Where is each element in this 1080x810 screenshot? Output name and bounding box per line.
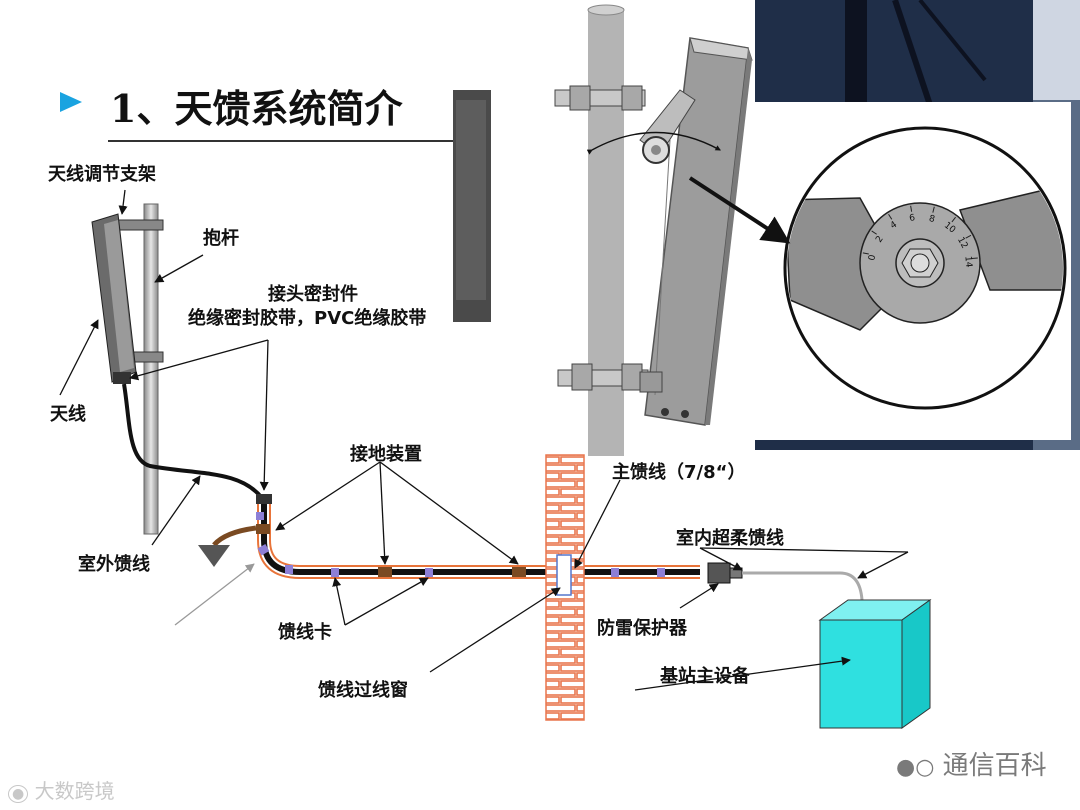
label-window: 馈线过线窗 xyxy=(318,680,408,701)
label-tape: 绝缘密封胶带，PVC绝缘胶带 xyxy=(188,308,427,329)
label-main-feeder: 主馈线（7/8“） xyxy=(612,462,746,483)
label-antenna: 天线 xyxy=(50,404,86,425)
label-outdoor-feeder: 室外馈线 xyxy=(78,554,150,575)
page-title: 1、天馈系统简介 xyxy=(110,86,403,131)
dial-tick-mark xyxy=(932,206,935,213)
dial-tick-mark xyxy=(871,230,877,235)
bts-cube xyxy=(818,599,932,729)
ground-symbol-icon xyxy=(198,545,230,567)
label-pole: 抱杆 xyxy=(203,228,239,249)
left-antenna-assembly xyxy=(91,203,164,535)
feeder-cable xyxy=(122,383,869,612)
wechat-icon: ●○ xyxy=(896,755,935,780)
dial-tick-label: 12 xyxy=(955,236,969,251)
zoom-arrow xyxy=(688,176,791,244)
label-seal: 接头密封件 xyxy=(268,284,358,305)
antenna-mount-drawing xyxy=(554,4,753,456)
dial-tick-mark xyxy=(888,214,893,220)
dial-tick-mark xyxy=(910,205,913,212)
dial-tick-label: 6 xyxy=(909,213,917,224)
dial-tick-label: 4 xyxy=(889,220,899,232)
dial-tick-label: 2 xyxy=(874,234,886,244)
leader-lines xyxy=(59,189,909,691)
title-underline xyxy=(108,140,453,142)
label-bts: 基站主设备 xyxy=(660,666,750,687)
dial-tick-mark xyxy=(951,216,956,223)
dial-tick-label: 0 xyxy=(867,254,878,262)
label-grounding: 接地装置 xyxy=(350,444,422,465)
label-bracket: 天线调节支架 xyxy=(48,164,156,185)
label-feeder-clamp: 馈线卡 xyxy=(278,622,332,643)
bullet-arrow-icon xyxy=(60,92,82,112)
dial-tick-label: 14 xyxy=(962,256,973,269)
logo-icon: ● xyxy=(8,785,29,803)
dial-tick-mark xyxy=(965,234,972,239)
watermark-left: ● 大数跨境 xyxy=(8,775,115,804)
gray-arrow xyxy=(174,563,255,626)
label-lightning: 防雷保护器 xyxy=(597,618,687,639)
watermark-right: ●○ 通信百科 xyxy=(896,751,1047,781)
label-indoor-jumper: 室内超柔馈线 xyxy=(676,528,784,549)
dial-tick-mark xyxy=(862,252,869,255)
dial-tick-mark xyxy=(971,257,978,259)
dial-tick-label: 8 xyxy=(928,214,936,225)
ground-lead xyxy=(212,525,257,547)
